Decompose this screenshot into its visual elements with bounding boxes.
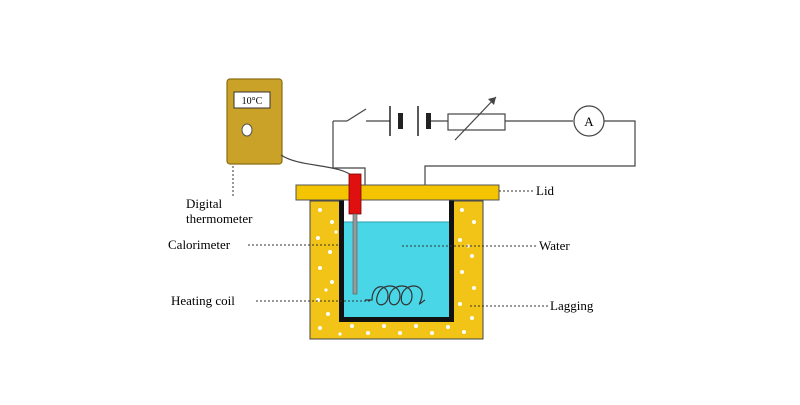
variable-resistor: [447, 113, 506, 131]
digital-thermometer: 10°C: [226, 78, 283, 165]
label-thermometer: thermometer: [186, 211, 253, 226]
thermometer-display: [233, 91, 271, 109]
thermometer-probe: [348, 173, 362, 215]
water: [344, 222, 449, 317]
lid: [295, 184, 500, 201]
label-calorimeter: Calorimeter: [168, 237, 231, 252]
label-lid: Lid: [536, 183, 555, 198]
circuit: A: [332, 96, 636, 300]
label-lagging: Lagging: [550, 298, 594, 313]
lagging-pellets: [316, 208, 476, 336]
heating-coil: [365, 285, 426, 306]
switch: [346, 108, 367, 122]
thermometer-stem: [352, 213, 358, 295]
label-digital: Digital: [186, 196, 222, 211]
calorimeter-assembly: [295, 173, 500, 340]
label-heating-coil: Heating coil: [171, 293, 235, 308]
thermometer-reading: 10°C: [242, 96, 263, 107]
arrow-head-icon: [488, 97, 496, 105]
label-water: Water: [539, 238, 570, 253]
probe-cable: [280, 154, 356, 179]
calorimeter-air-gap: [344, 200, 449, 222]
variable-resistor-arrow: [454, 96, 497, 141]
leader-lines: [232, 166, 548, 307]
battery-plate-short: [398, 113, 403, 129]
battery-plate-short-2: [426, 113, 431, 129]
ammeter-label: A: [584, 114, 594, 129]
thermometer-button: [241, 123, 253, 137]
